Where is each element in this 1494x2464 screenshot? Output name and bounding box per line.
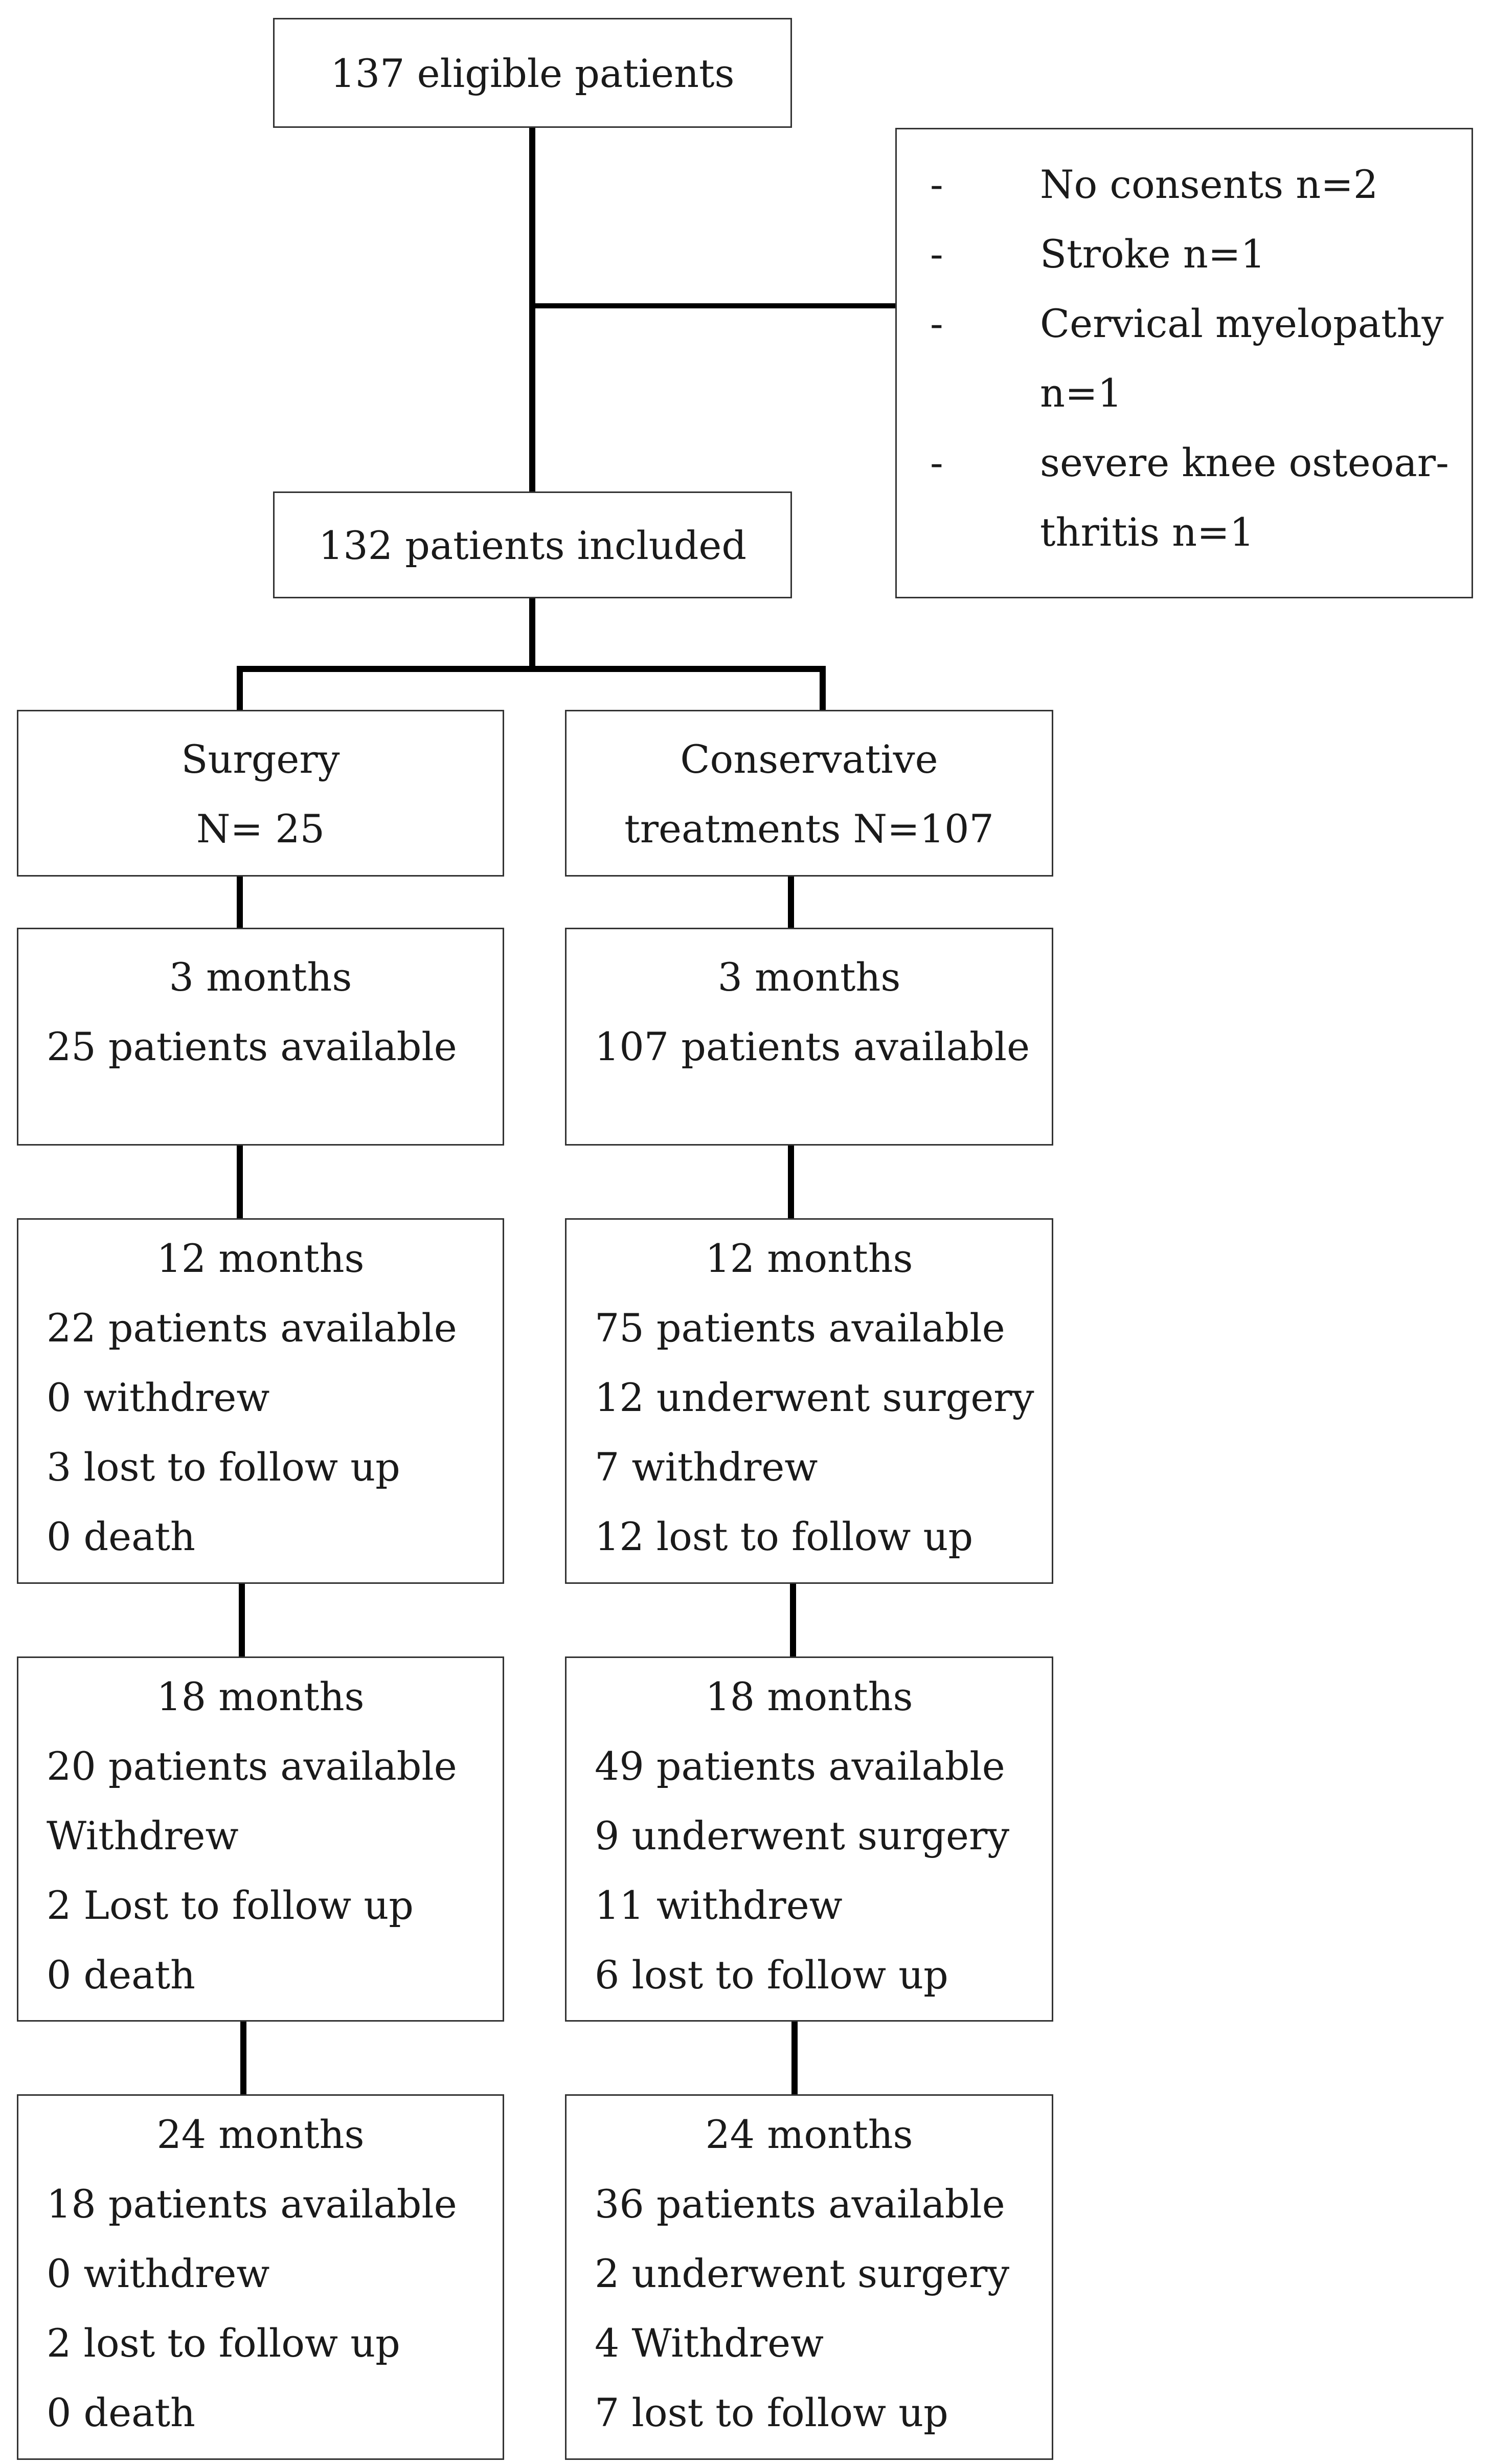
exclusion-dash: - [930,301,943,346]
exclusion-item-no-consents: No consents n=2 [1040,162,1378,207]
surgery-18-months-box: 18 months 20 patients available Withdrew… [17,1656,504,2022]
conservative-12m-underwent-surgery: 12 underwent surgery [595,1375,1034,1420]
exclusions-box: - No consents n=2 - Stroke n=1 - Cervica… [895,128,1473,598]
eligible-patients-label: 137 eligible patients [330,51,735,96]
conservative-18m-title: 18 months [705,1674,913,1719]
connector-cons-24m [791,2022,798,2094]
surgery-24m-death: 0 death [47,2390,195,2435]
surgery-24-months-box: 24 months 18 patients available 0 withdr… [17,2094,504,2460]
exclusion-item-cervical-myelopathy: Cervical myelopathy [1040,301,1444,346]
surgery-3-months-box: 3 months 25 patients available [17,928,504,1146]
conservative-12m-withdrew: 7 withdrew [595,1444,818,1490]
exclusion-item-knee-osteoarthritis: severe knee osteoar- [1040,440,1449,485]
surgery-24m-title: 24 months [156,2112,365,2157]
connector-cons-3m [788,877,794,928]
connector-branch-left [237,669,243,710]
conservative-3m-available: 107 patients available [595,1024,1030,1069]
conservative-3-months-box: 3 months 107 patients available [565,928,1053,1146]
conservative-header-count: treatments N=107 [624,806,994,852]
conservative-24m-lost: 7 lost to follow up [595,2390,948,2435]
exclusion-item-cervical-myelopathy-cont: n=1 [1040,370,1122,416]
surgery-18m-title: 18 months [156,1674,365,1719]
conservative-24-months-box: 24 months 36 patients available 2 underw… [565,2094,1053,2460]
conservative-12-months-box: 12 months 75 patients available 12 under… [565,1218,1053,1584]
conservative-18m-underwent-surgery: 9 underwent surgery [595,1813,1010,1858]
connector-eligible-to-included [529,128,535,495]
conservative-18m-withdrew: 11 withdrew [595,1883,843,1928]
conservative-18m-lost: 6 lost to follow up [595,1952,948,1998]
connector-surgery-24m [240,2022,246,2094]
surgery-12m-lost: 3 lost to follow up [47,1444,400,1490]
patients-included-label: 132 patients included [318,523,746,568]
conservative-18m-available: 49 patients available [595,1743,1005,1789]
surgery-header-count: N= 25 [196,806,325,852]
exclusion-dash: - [930,162,943,207]
connector-cons-12m [788,1146,794,1218]
surgery-18m-withdrew: Withdrew [47,1813,239,1858]
surgery-18m-lost: 2 Lost to follow up [47,1883,414,1928]
surgery-12m-death: 0 death [47,1514,195,1559]
connector-included-down [529,598,535,669]
eligible-patients-box: 137 eligible patients [273,18,792,128]
surgery-24m-available: 18 patients available [47,2181,457,2227]
surgery-3m-title: 3 months [169,954,352,1000]
conservative-12m-title: 12 months [705,1236,913,1281]
conservative-24m-available: 36 patients available [595,2181,1005,2227]
exclusion-item-knee-osteoarthritis-cont: thritis n=1 [1040,509,1255,555]
surgery-24m-lost: 2 lost to follow up [47,2320,400,2366]
connector-to-exclusions [532,303,895,308]
connector-cons-18m [790,1584,796,1656]
connector-branch-horizontal [237,666,826,672]
surgery-12m-available: 22 patients available [47,1305,457,1351]
surgery-12m-title: 12 months [156,1236,365,1281]
connector-surgery-12m [237,1146,243,1218]
conservative-24m-withdrew: 4 Withdrew [595,2320,824,2366]
surgery-18m-available: 20 patients available [47,1743,457,1789]
surgery-12-months-box: 12 months 22 patients available 0 withdr… [17,1218,504,1584]
connector-branch-right [820,669,826,710]
surgery-12m-withdrew: 0 withdrew [47,1375,270,1420]
surgery-header-title: Surgery [181,736,340,782]
conservative-header-title: Conservative [680,736,938,782]
exclusion-dash: - [930,231,943,277]
conservative-24m-underwent-surgery: 2 underwent surgery [595,2251,1010,2296]
connector-surgery-3m [237,877,243,928]
surgery-header-box: Surgery N= 25 [17,710,504,877]
conservative-12m-available: 75 patients available [595,1305,1005,1351]
conservative-12m-lost: 12 lost to follow up [595,1514,974,1559]
exclusion-dash: - [930,440,943,485]
surgery-18m-death: 0 death [47,1952,195,1998]
conservative-24m-title: 24 months [705,2112,913,2157]
conservative-18-months-box: 18 months 49 patients available 9 underw… [565,1656,1053,2022]
conservative-3m-title: 3 months [717,954,901,1000]
patients-included-box: 132 patients included [273,491,792,598]
exclusion-item-stroke: Stroke n=1 [1040,231,1265,277]
conservative-header-box: Conservative treatments N=107 [565,710,1053,877]
surgery-24m-withdrew: 0 withdrew [47,2251,270,2296]
connector-surgery-18m [239,1584,245,1656]
surgery-3m-available: 25 patients available [47,1024,457,1069]
